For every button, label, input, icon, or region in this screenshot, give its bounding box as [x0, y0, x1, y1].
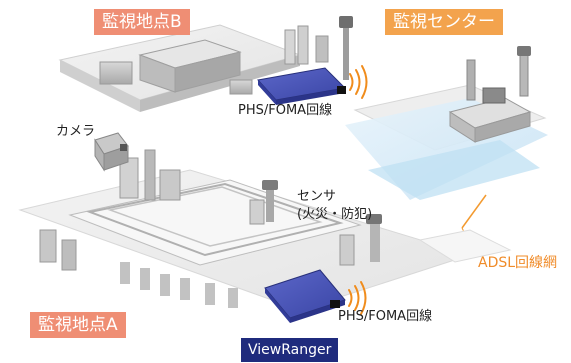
monitoring-center-tag: 監視センター — [385, 9, 503, 35]
sensor-label: センサ (火災・防犯) — [297, 189, 373, 222]
viewranger-device-top — [257, 67, 347, 105]
monitoring-center-room — [345, 46, 548, 200]
camera-label: カメラ — [56, 124, 96, 139]
adsl-connection — [418, 194, 512, 263]
phs-foma-label-top: PHS/FOMA回線 — [238, 103, 333, 118]
viewranger-tag: ViewRanger — [241, 338, 339, 362]
site-a-tag: 監視地点A — [30, 312, 126, 338]
radio-waves-icon-top — [349, 65, 368, 99]
radio-waves-icon-bottom — [348, 281, 367, 315]
phs-foma-label-bottom: PHS/FOMA回線 — [338, 309, 433, 324]
camera-device — [94, 132, 129, 172]
adsl-label: ADSL回線網 — [478, 255, 558, 271]
site-a-facility — [18, 149, 472, 311]
viewranger-device-bottom — [264, 269, 346, 323]
site-b-tag: 監視地点B — [94, 9, 190, 35]
site-b-facility — [58, 16, 353, 112]
